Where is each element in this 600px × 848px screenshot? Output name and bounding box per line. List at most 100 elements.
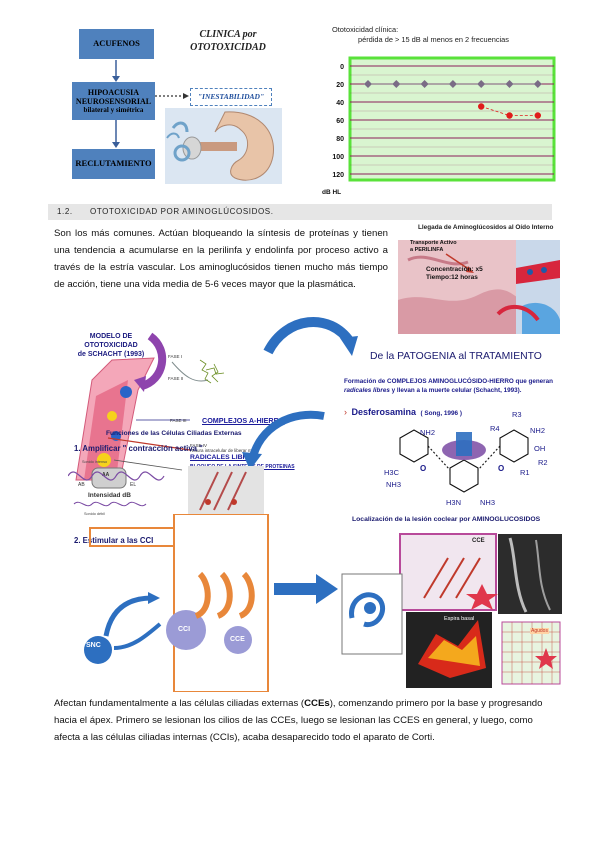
schacht-title-line2: OTOTOXICIDAD <box>84 342 138 349</box>
conclusion-part2: ), comenzando primero por la base y prog… <box>54 698 543 743</box>
hipoacusia-box: HIPOACUSIA NEUROSENSORIAL bilateral y si… <box>72 82 155 120</box>
schacht-figure: MODELO DE OTOTOXICIDAD de SCHACHT (1993)… <box>50 320 310 500</box>
flowchart-arrows <box>112 60 189 148</box>
hipoacusia-line3: bilateral y simétrica <box>83 106 144 115</box>
acufenos-label: ACUFENOS <box>93 38 140 49</box>
right-arrow <box>274 574 338 604</box>
desferosamina-line: › Desferosamina ( Song, 1996 ) <box>344 402 462 420</box>
formacion-text: Formación de COMPLEJOS AMINOGLUCÓSIDO-HI… <box>344 377 560 395</box>
chem-o-left: O <box>420 464 427 473</box>
flowchart-title-line1: CLINICA por <box>199 29 257 40</box>
funciones-title: Funciones de las Células Ciliadas Extern… <box>106 430 242 437</box>
funciones-item1: 1. Amplificar " contracción activa " <box>74 444 203 453</box>
audiogram-figure: Ototoxicidad clínica: pérdida de > 15 dB… <box>320 14 560 196</box>
oido-figure-title: Llegada de Aminoglúcosidos al Oído Inter… <box>418 224 554 231</box>
y-tick-label: 40 <box>336 100 344 107</box>
normal-marker <box>505 80 514 88</box>
el-label: EL <box>130 482 137 488</box>
acufenos-box: ACUFENOS <box>79 29 154 59</box>
chem-nh3-bottom: NH3 <box>480 498 496 507</box>
intensidad-label: Intensidad dB <box>88 492 131 499</box>
conclusion-part1: Afectan fundamentalmente a las células c… <box>54 698 305 709</box>
reclutamiento-label: RECLUTAMIENTO <box>75 158 152 169</box>
y-tick-label: 120 <box>332 172 344 179</box>
chem-r3: R3 <box>512 410 522 419</box>
normal-marker <box>477 80 486 88</box>
flowchart-title-line2: OTOTOXICIDAD <box>190 42 266 53</box>
cce-label: CCE <box>230 636 245 643</box>
fase2-label: FASE II <box>168 376 184 381</box>
section-number: 1.2. <box>57 207 73 216</box>
localizacion-title: Localización de la lesión coclear por AM… <box>352 516 541 523</box>
waveforms <box>68 466 264 514</box>
section-header: 1.2. OTOTOXICIDAD POR AMINOGLÚCOSIDOS. <box>48 204 552 220</box>
loss-marker <box>534 112 541 119</box>
y-tick-label: 0 <box>340 64 344 71</box>
y-tick-label: 100 <box>332 154 344 161</box>
audiogram-title: Ototoxicidad clínica: pérdida de > 15 dB… <box>332 25 509 45</box>
reclutamiento-box: RECLUTAMIENTO <box>72 149 155 179</box>
ear-illustration <box>165 108 282 184</box>
chem-r2: R2 <box>538 458 548 467</box>
fase4-line: Rotura intracelular de liberar mas <box>190 448 257 453</box>
flowchart-title: CLINICA por OTOTOXICIDAD <box>174 28 282 54</box>
funciones-item2: 2. Estimular a las CCI <box>74 536 154 545</box>
hipoacusia-line1: HIPOACUSIA <box>87 87 140 97</box>
normal-marker <box>448 80 457 88</box>
normal-marker <box>420 80 429 88</box>
section-title: OTOTOXICIDAD POR AMINOGLÚCOSIDOS. <box>90 207 274 216</box>
intro-paragraph: Son los más comunes. Actúan bloqueando l… <box>54 228 388 290</box>
schacht-title: MODELO DE OTOTOXICIDAD de SCHACHT (1993) <box>66 332 156 359</box>
funciones-figure: Funciones de las Células Ciliadas Extern… <box>62 430 272 692</box>
inestabilidad-box: "INESTABILIDAD" <box>190 88 272 106</box>
chem-oh: OH <box>534 444 546 453</box>
chem-nh2-top: NH2 <box>420 428 436 437</box>
curved-arrow-middle <box>242 410 325 470</box>
chem-h3n: H3N <box>446 498 462 507</box>
hair-cell-diagram <box>75 332 225 489</box>
sonido-debil: Sonido débil <box>84 512 105 516</box>
conclusion-paragraph: Afectan fundamentalmente a las células c… <box>54 695 548 746</box>
chem-o-right: O <box>498 464 505 473</box>
complejos-label: COMPLEJOS A-HIERRO <box>202 416 285 425</box>
snc-label: SNC <box>86 642 101 649</box>
y-tick-label: 80 <box>336 136 344 143</box>
y-tick-label: 60 <box>336 118 344 125</box>
formacion-line2-rest: y llevan a la muerte celular (Schacht, 1… <box>389 387 522 394</box>
oido-interno-figure: Llegada de Aminoglúcosidos al Oído Inter… <box>398 224 560 334</box>
curved-arrow-top <box>263 316 358 356</box>
loss-marker <box>478 103 485 110</box>
patogenia-title: De la PATOGENIA al TRATAMIENTO <box>370 351 542 362</box>
transporte-label: Transporte Activo a PERILINFA <box>410 240 457 253</box>
normal-marker <box>364 80 372 88</box>
localizacion-cce: CCE <box>472 538 485 544</box>
formacion-line1: Formación de COMPLEJOS AMINOGLUCÓSIDO-HI… <box>344 378 553 385</box>
ab-label: AB <box>78 482 85 488</box>
audiogram-title-line1: Ototoxicidad clínica: <box>332 25 399 34</box>
y-tick-label: 20 <box>336 82 344 89</box>
cci-diagram <box>84 514 269 692</box>
chem-nh2-right: NH2 <box>530 426 546 435</box>
chem-nh3-left: NH3 <box>386 480 402 489</box>
fase1-label: FASE I <box>168 354 183 359</box>
inestabilidad-label: "INESTABILIDAD" <box>197 92 265 101</box>
radicales-label: RADICALES LIBRES <box>190 454 257 461</box>
chem-h3c: H3C <box>384 468 400 477</box>
schacht-title-line1: MODELO DE <box>89 333 133 340</box>
normal-marker <box>392 80 401 88</box>
benzene-rings <box>399 429 529 493</box>
concentracion-label: Concentración: x5 <box>426 266 483 273</box>
oido-figure-image <box>398 240 560 334</box>
fase3-label: FASE III <box>170 418 187 423</box>
agudos-label: Agudos <box>530 628 549 634</box>
schacht-title-line3: de SCHACHT (1993) <box>77 351 145 358</box>
desferosamina-label: Desferosamina <box>351 407 416 417</box>
song-citation: ( Song, 1996 ) <box>420 410 462 417</box>
loss-marker <box>506 112 513 119</box>
chemical-structure: R3 R4 NH2 NH2 OH R2 R1 O O H3C NH3 H3N N… <box>362 410 558 516</box>
conclusion-cces: CCEs <box>304 698 330 709</box>
formacion-line2: radicales libres y llevan a la muerte ce… <box>344 386 560 395</box>
audiogram-frame <box>348 56 556 182</box>
espira-label: Espira basal <box>444 616 475 622</box>
cci-label: CCI <box>178 626 191 633</box>
